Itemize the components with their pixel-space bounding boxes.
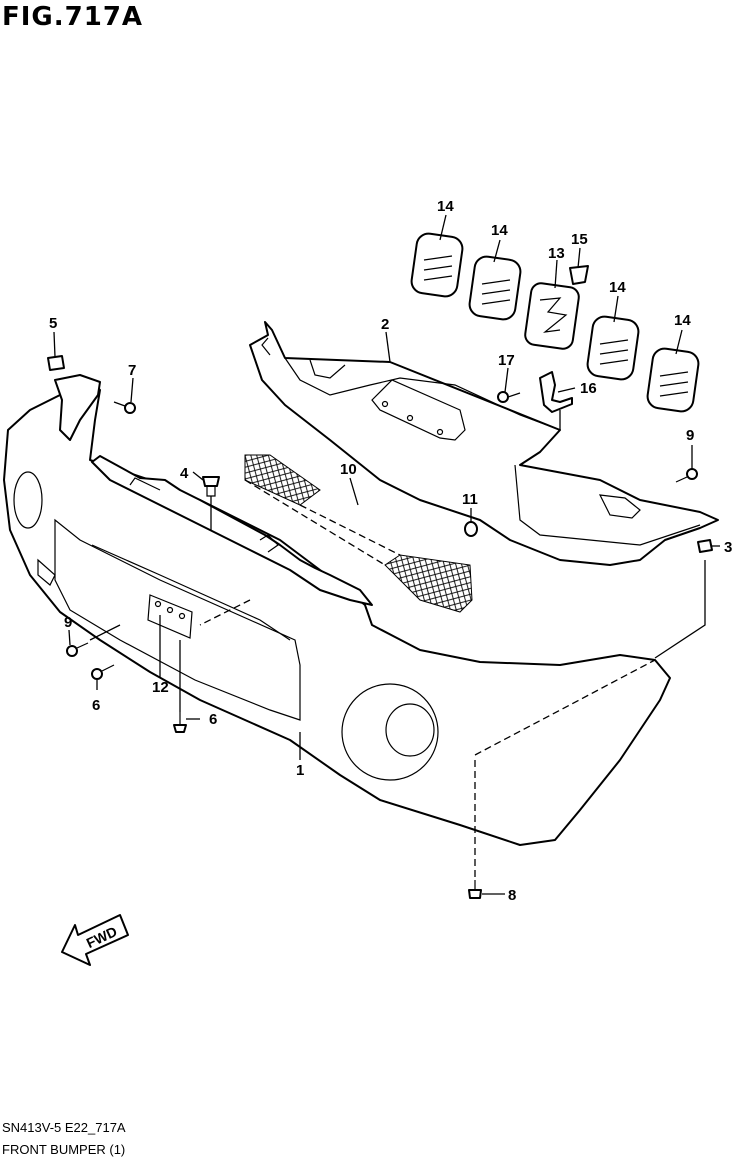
- callout-10: 10: [340, 461, 357, 478]
- fwd-arrow-icon: FWD: [61, 914, 129, 966]
- clip-15: [569, 265, 589, 285]
- callout-13: 13: [548, 245, 565, 262]
- bracket-16: [539, 371, 573, 413]
- diagram-code: SN413V-5 E22_717A: [2, 1120, 126, 1135]
- callout-6-left: 6: [92, 697, 100, 714]
- callout-3: 3: [724, 539, 732, 556]
- callout-15: 15: [571, 231, 588, 248]
- callout-14-b: 14: [491, 222, 508, 239]
- callout-17: 17: [498, 352, 515, 369]
- grille-mesh: [244, 454, 473, 613]
- callout-labels: 1 2 3 4 5 6 6 7 8 9 9 10 11 12 13 14 14 …: [49, 198, 732, 904]
- grille-vent-3: [586, 315, 640, 381]
- grille-vent-1: [410, 232, 464, 298]
- clip-5: [47, 355, 65, 371]
- figure-title: FIG.717A: [2, 2, 144, 32]
- callout-16: 16: [580, 380, 597, 397]
- leader-lines: [53, 214, 720, 895]
- nut-3: [697, 539, 713, 553]
- callout-4: 4: [180, 465, 189, 482]
- screw-9-left: [66, 642, 89, 657]
- callout-12: 12: [152, 679, 169, 696]
- callout-14-d: 14: [674, 312, 691, 329]
- front-bumper-body: [3, 374, 671, 880]
- grille-vent-4: [646, 347, 700, 413]
- section-name: FRONT BUMPER (1): [2, 1142, 126, 1157]
- callout-5: 5: [49, 315, 57, 332]
- bolt-17: [497, 391, 521, 403]
- callout-14-a: 14: [437, 198, 454, 215]
- callout-11: 11: [462, 491, 478, 508]
- callout-2: 2: [381, 316, 389, 333]
- callout-14-c: 14: [609, 279, 626, 296]
- callout-8: 8: [508, 887, 516, 904]
- bolt-8: [468, 880, 482, 899]
- upper-grille-panel: [249, 321, 719, 566]
- emblem: [524, 282, 580, 350]
- bolt-6-bottom: [173, 712, 187, 733]
- callout-9-left: 9: [64, 614, 72, 631]
- callout-9-right: 9: [686, 427, 694, 444]
- callout-6-bottom: 6: [209, 711, 217, 728]
- screw-9-right: [675, 468, 698, 483]
- bolt-6-left: [91, 664, 115, 680]
- callout-1: 1: [296, 762, 304, 779]
- nut-11: [464, 521, 478, 537]
- screw-7: [113, 401, 136, 414]
- callout-7: 7: [128, 362, 136, 379]
- grille-vent-2: [468, 255, 522, 321]
- clip-4: [202, 476, 220, 497]
